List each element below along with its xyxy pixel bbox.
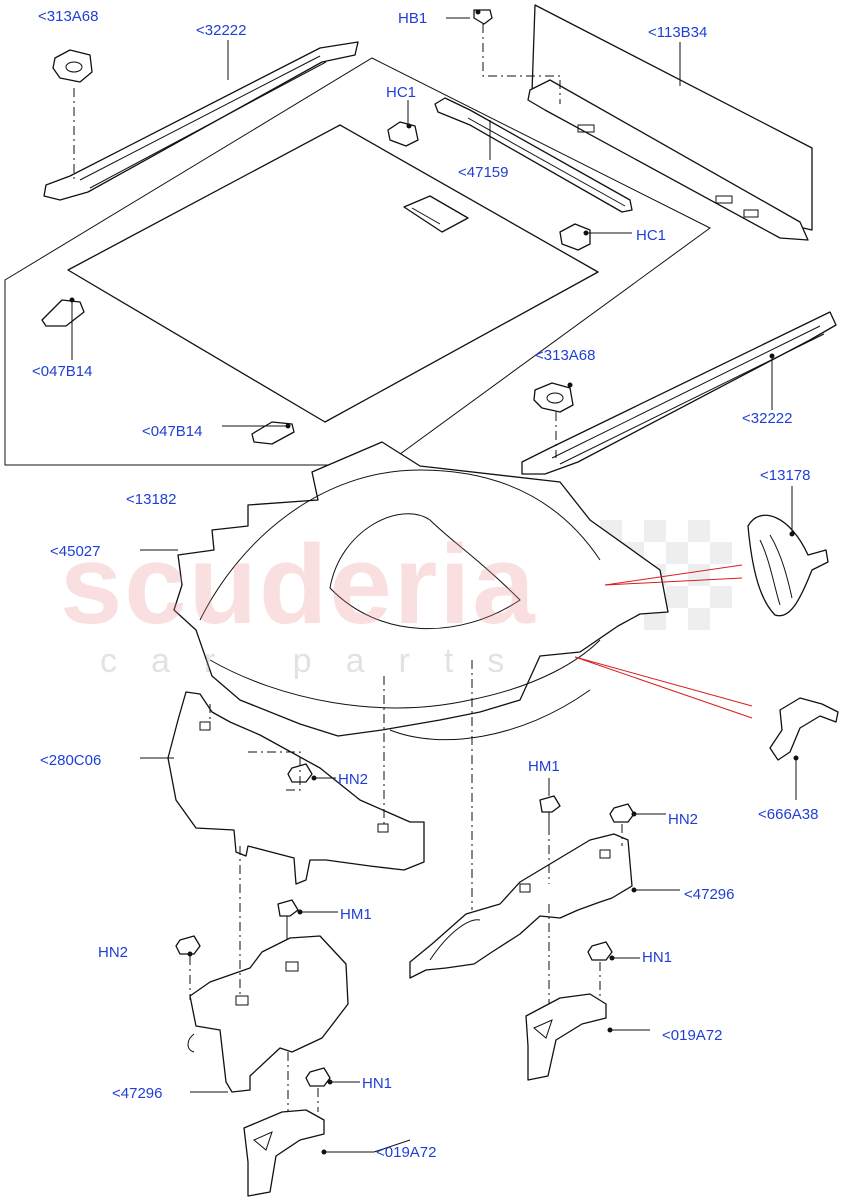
- support-left: [167, 691, 425, 885]
- label-HM1-a: HM1: [340, 906, 372, 923]
- support-lower-left: [187, 935, 349, 1093]
- load-floor-group-outline: [4, 57, 711, 466]
- parcel-shelf-panel: [527, 4, 813, 241]
- label-280C06: <280C06: [40, 752, 102, 769]
- hook-top: [387, 121, 419, 147]
- screw-hm1-a: [277, 899, 303, 930]
- label-HC1-top: HC1: [386, 84, 417, 101]
- cover-rail-left: [43, 41, 359, 201]
- nut-hn2-b: [609, 803, 637, 823]
- nut-hn2-c: [175, 935, 201, 957]
- label-HC1-right: HC1: [636, 227, 667, 244]
- label-45027: <45027: [50, 543, 101, 560]
- label-32222-top: <32222: [196, 22, 247, 39]
- clip-left: [41, 297, 85, 327]
- rail-mount-mid: [533, 382, 574, 413]
- watermark-brand: scuderia: [60, 522, 537, 647]
- label-047B14-left: <047B14: [32, 363, 93, 380]
- label-13178: <13178: [760, 467, 811, 484]
- label-47296-left: <47296: [112, 1085, 163, 1102]
- label-HN1-a: HN1: [642, 949, 673, 966]
- nut-hn1-b: [305, 1067, 333, 1087]
- label-666A38: <666A38: [758, 806, 819, 823]
- bracket-right-upper: [747, 514, 829, 617]
- bracket-lower-right: [525, 993, 613, 1081]
- label-HB1: HB1: [398, 10, 428, 27]
- bolt-top: [473, 9, 493, 25]
- label-32222-mid: <32222: [742, 410, 793, 427]
- rail-mount-top: [52, 49, 93, 83]
- clip-bottom: [251, 421, 295, 445]
- label-019A72-bottom: <019A72: [376, 1144, 437, 1161]
- label-47296-right: <47296: [684, 886, 735, 903]
- label-HN2-a: HN2: [338, 771, 369, 788]
- label-313A68-top: <313A68: [38, 8, 99, 25]
- label-HN2-b: HN2: [668, 811, 699, 828]
- screw-hm1-b: [539, 795, 561, 826]
- load-floor-panel: [67, 124, 599, 423]
- cover-rail-right: [521, 311, 837, 475]
- nut-hn2-a: [287, 763, 317, 783]
- watermark-sub: car parts: [100, 642, 539, 680]
- label-13182: <13182: [126, 491, 177, 508]
- label-HN2-c: HN2: [98, 944, 129, 961]
- label-47159: <47159: [458, 164, 509, 181]
- hook-right: [559, 223, 591, 251]
- label-113B34: <113B34: [648, 24, 708, 41]
- label-047B14-bottom: <047B14: [142, 423, 203, 440]
- label-HM1-b: HM1: [528, 758, 560, 775]
- bracket-lower-left: [243, 1109, 327, 1197]
- label-313A68-mid: <313A68: [535, 347, 596, 364]
- nut-hn1-a: [587, 941, 615, 961]
- label-HN1-b: HN1: [362, 1075, 393, 1092]
- bracket-right-lower: [769, 697, 839, 761]
- label-019A72-right: <019A72: [662, 1027, 723, 1044]
- floor-liner: [173, 441, 669, 741]
- support-lower-right: [409, 833, 633, 979]
- strap: [434, 97, 633, 213]
